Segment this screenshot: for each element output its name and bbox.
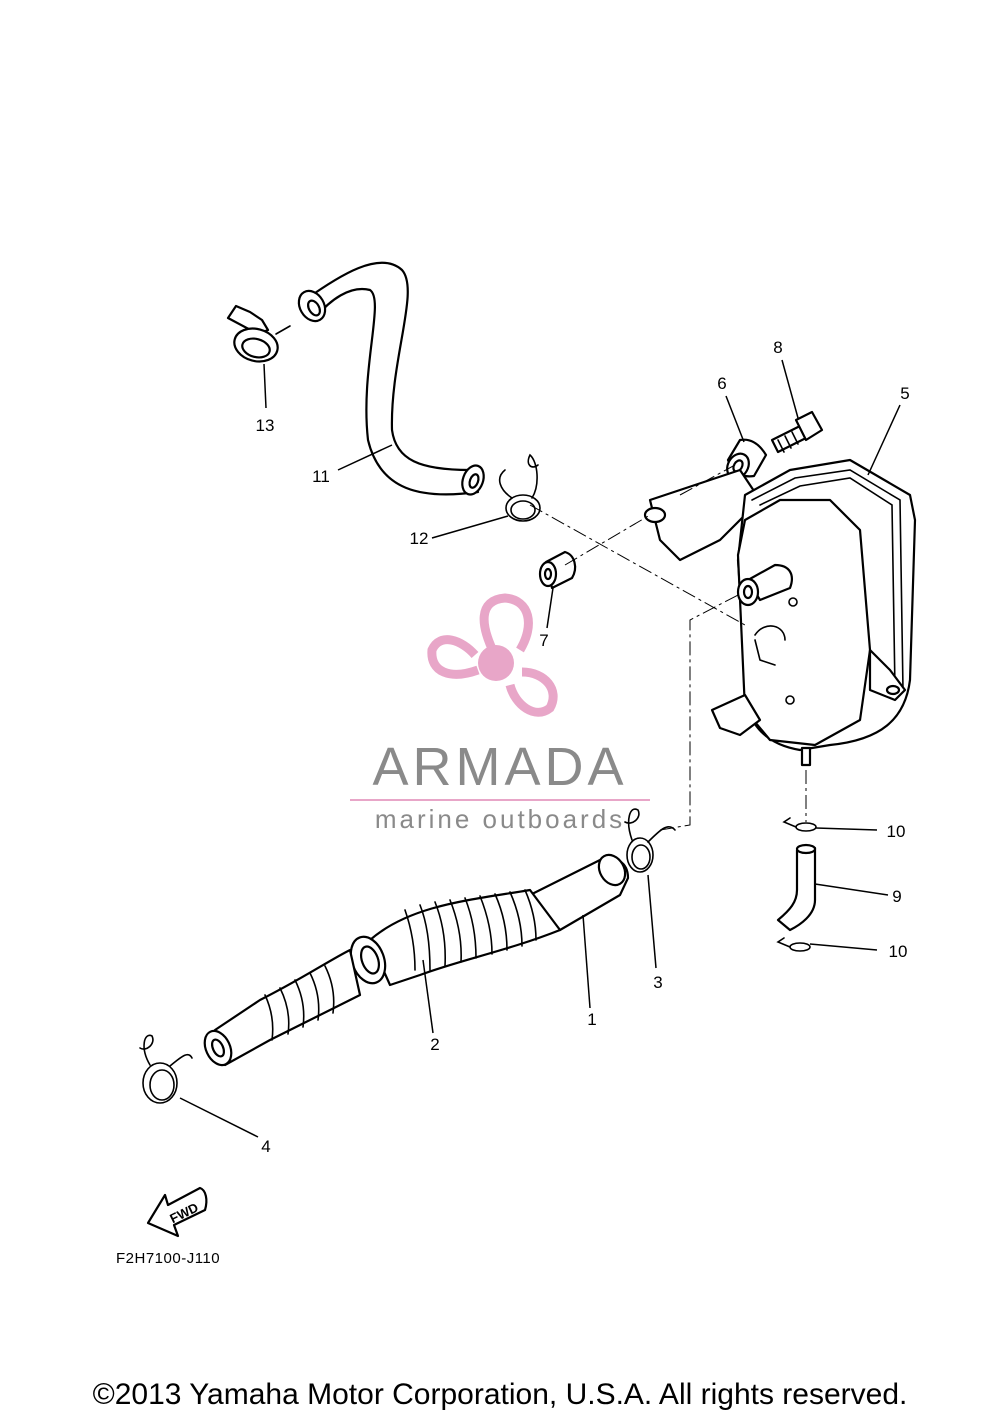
fwd-arrow-icon: FWD: [146, 1186, 208, 1238]
callout-12: 12: [410, 529, 429, 548]
callout-11: 11: [312, 467, 330, 486]
clamp-13: [226, 304, 291, 363]
hose-2-lower: [203, 948, 362, 1067]
watermark-tagline: marine outboards: [375, 804, 625, 834]
clip-10b: [776, 937, 811, 952]
hose-9: [776, 843, 817, 932]
callout-6: 6: [717, 374, 726, 393]
bolt-8: [770, 410, 824, 454]
callout-4: 4: [261, 1137, 270, 1156]
clip-10a: [782, 817, 817, 832]
diagram-code: F2H7100-J110: [116, 1250, 220, 1267]
assembly-lines: [529, 464, 807, 831]
clip-3: [624, 808, 676, 873]
propeller-logo-icon: [427, 593, 558, 717]
callout-3: 3: [653, 973, 662, 992]
callout-7-8: 8: [773, 338, 782, 357]
tank-5: [643, 458, 917, 767]
watermark-name: ARMADA: [372, 737, 627, 797]
collar-7: [538, 550, 577, 590]
callout-10b: 10: [889, 942, 908, 961]
callout-9: 9: [892, 887, 901, 906]
callout-10a: 10: [887, 822, 906, 841]
callout-2: 2: [430, 1035, 439, 1054]
hose-11: [297, 261, 485, 496]
callout-7: 7: [539, 631, 548, 650]
watermark: ARMADA marine outboards: [350, 593, 650, 834]
copyright-notice: ©2013 Yamaha Motor Corporation, U.S.A. A…: [92, 1378, 908, 1411]
callouts: 1 2 3 4 5 6 8 7 9 10 10 11 12 13: [256, 338, 910, 1156]
callout-5: 5: [900, 384, 909, 403]
hose-1: [528, 853, 630, 932]
hose-2: [349, 888, 562, 987]
leader-lines: [179, 359, 901, 1138]
callout-13: 13: [256, 416, 275, 435]
clip-12: [498, 453, 541, 522]
clip-4: [139, 1034, 193, 1104]
callout-1: 1: [587, 1010, 596, 1029]
